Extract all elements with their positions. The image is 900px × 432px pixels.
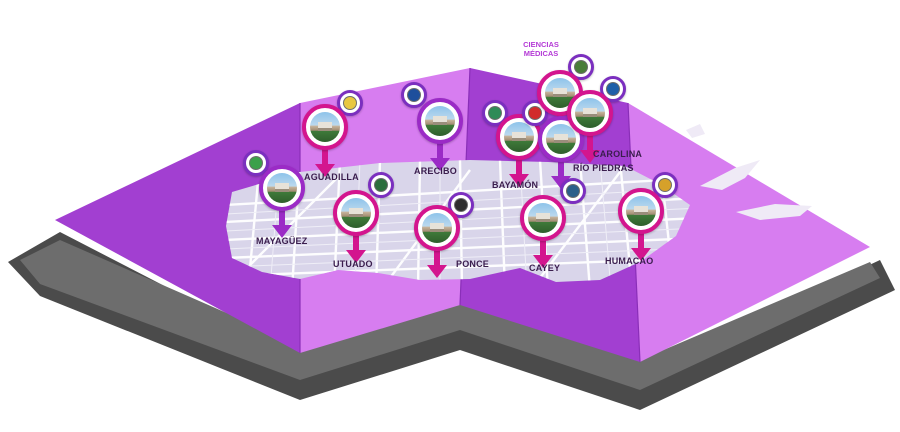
- map-panel-1: [55, 103, 300, 353]
- arecibo-seal-icon: [401, 82, 427, 108]
- ciencias-medicas-label-line2: MÉDICAS: [523, 49, 559, 58]
- campus-label: PONCE: [456, 259, 490, 269]
- map-shadow: [8, 232, 895, 410]
- campus-label: BAYAMÓN: [492, 180, 539, 190]
- carolina-pin-icon[interactable]: [567, 90, 613, 166]
- campus-label: CAROLINA: [593, 149, 643, 159]
- humacao-seal-icon: [652, 172, 678, 198]
- island-culebra: [700, 160, 760, 190]
- cayey-pin-icon[interactable]: [520, 195, 566, 271]
- ciencias-medicas-secondary-seal-icon: [568, 54, 594, 80]
- map-panel-4: [628, 103, 870, 362]
- island-vieques: [736, 204, 812, 220]
- utuado-seal-icon: [368, 172, 394, 198]
- ponce-pin-icon[interactable]: [414, 205, 460, 281]
- ciencias-medicas-label: CIENCIAS MÉDICAS: [506, 40, 576, 58]
- campus-label: HUMACAO: [605, 256, 654, 266]
- campus-label: AGUADILLA: [304, 172, 359, 182]
- mayaguez-seal-icon: [243, 150, 269, 176]
- cayey-seal-icon: [560, 178, 586, 204]
- island-islet: [686, 124, 705, 138]
- campus-label: RÍO PIEDRAS: [573, 163, 634, 173]
- campus-label: UTUADO: [333, 259, 373, 269]
- campus-label: MAYAGÜEZ: [256, 236, 308, 246]
- ciencias-medicas-label-line1: CIENCIAS: [523, 40, 559, 49]
- mayaguez-pin-icon[interactable]: [259, 165, 305, 241]
- arecibo-pin-icon[interactable]: [417, 98, 463, 174]
- humacao-pin-icon[interactable]: [618, 188, 664, 264]
- campus-label: CAYEY: [529, 263, 561, 273]
- utuado-pin-icon[interactable]: [333, 190, 379, 266]
- campus-label: ARECIBO: [414, 166, 457, 176]
- aguadilla-pin-icon[interactable]: [302, 104, 348, 180]
